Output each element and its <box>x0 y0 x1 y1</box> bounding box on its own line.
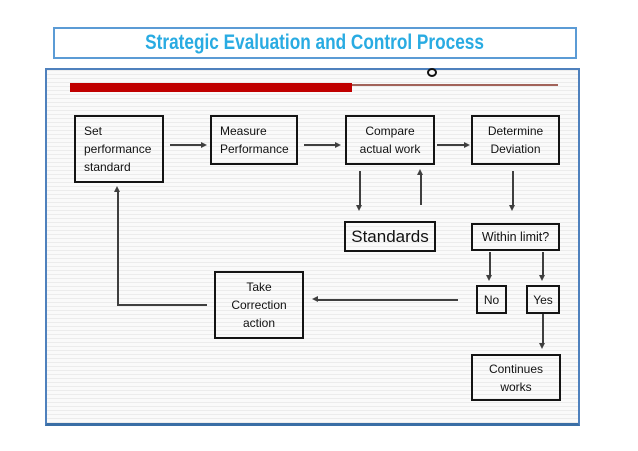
node-label: Standards <box>351 226 429 246</box>
flowchart-node-no: No <box>476 285 507 314</box>
node-label: Measure Performance <box>220 124 289 156</box>
connector-standards-to-compare <box>420 175 422 205</box>
cropped-heading-letter-fragment <box>427 68 437 77</box>
page-title: Strategic Evaluation and Control Process <box>145 31 485 54</box>
connector-within-to-yes <box>542 252 544 275</box>
flowchart-node-continues-works: Continues works <box>471 354 561 401</box>
node-label: Take Correction action <box>231 280 287 330</box>
connector-within-to-no <box>489 252 491 275</box>
node-label: Set performance standard <box>84 124 152 174</box>
arrowhead-determine-to-within <box>509 205 515 211</box>
flowchart-node-take-correction-action: Take Correction action <box>214 271 304 339</box>
node-label: Yes <box>533 292 553 307</box>
connector-no-to-take-correction <box>318 299 458 301</box>
flowchart-node-measure-performance: Measure Performance <box>210 115 298 165</box>
flowchart-node-within-limit: Within limit? <box>471 223 560 251</box>
arrowhead-measure-to-compare <box>335 141 341 148</box>
flowchart-node-compare-actual-work: Compare actual work <box>345 115 435 165</box>
node-label: No <box>483 292 500 307</box>
connector-compare-to-determine <box>437 144 464 146</box>
arrowhead-set-to-measure <box>201 141 207 148</box>
node-label: Within limit? <box>481 229 550 244</box>
arrowhead-within-to-no <box>486 275 492 281</box>
node-label: Determine Deviation <box>487 124 544 156</box>
connector-determine-to-within <box>512 171 514 205</box>
connector-feedback-vertical <box>117 192 119 305</box>
red-accent-bar <box>70 83 352 92</box>
arrowhead-compare-to-standards <box>356 205 362 211</box>
connector-feedback-horizontal <box>117 304 207 306</box>
node-label: Continues works <box>488 361 544 394</box>
page-title-box: Strategic Evaluation and Control Process <box>53 27 577 59</box>
arrowhead-standards-to-compare <box>417 169 423 175</box>
connector-set-to-measure <box>170 144 201 146</box>
arrowhead-feedback-to-set-standard <box>114 186 120 192</box>
flowchart-node-yes: Yes <box>526 285 560 314</box>
arrowhead-yes-to-continues <box>539 343 545 349</box>
connector-yes-to-continues <box>542 314 544 343</box>
connector-compare-to-standards <box>359 171 361 205</box>
connector-measure-to-compare <box>304 144 335 146</box>
arrowhead-compare-to-determine <box>464 141 470 148</box>
flowchart-node-standards: Standards <box>344 221 436 252</box>
arrowhead-within-to-yes <box>539 275 545 281</box>
arrowhead-no-to-take-correction <box>312 296 318 302</box>
flowchart-node-set-performance-standard: Set performance standard <box>74 115 164 183</box>
flowchart-node-determine-deviation: Determine Deviation <box>471 115 560 165</box>
node-label: Compare actual work <box>359 124 421 156</box>
red-accent-thin-line <box>352 84 558 86</box>
slide-canvas: Set performance standard Measure Perform… <box>45 68 580 426</box>
